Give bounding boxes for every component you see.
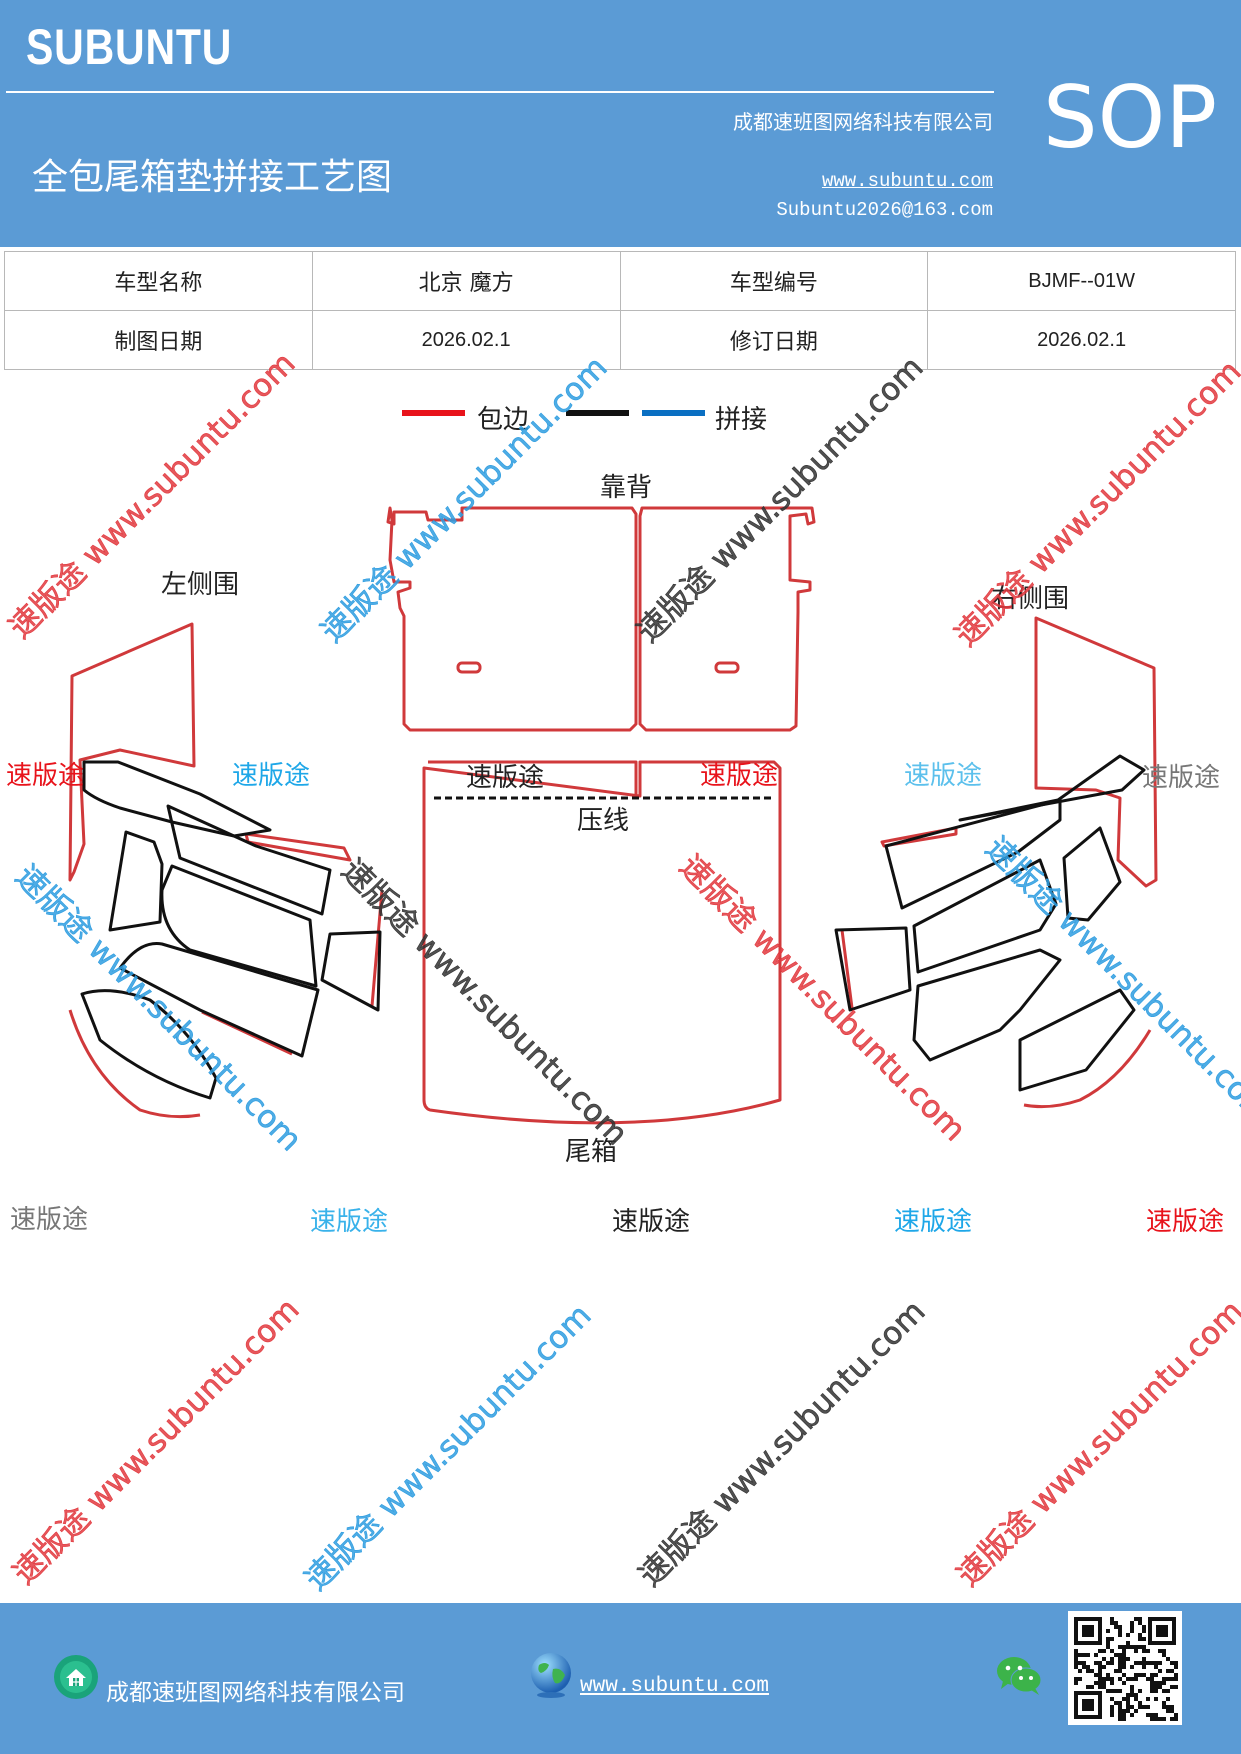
- left-side-strip: [244, 832, 352, 862]
- legend: 包边 拼接: [402, 405, 767, 435]
- header-website-link[interactable]: www.subuntu.com: [821, 170, 993, 192]
- revise-date-label: 修订日期: [619, 310, 929, 370]
- right-piece-7: [1018, 988, 1136, 1092]
- brand-mark: 速版途: [1146, 1207, 1224, 1237]
- footer-website-link[interactable]: www.subuntu.com: [580, 1675, 770, 1698]
- page-title: 全包尾箱垫拼接工艺图: [32, 157, 393, 198]
- right-piece-5: [834, 926, 912, 1012]
- left-piece-6: [118, 942, 320, 1058]
- brand-mark: 速版途: [1142, 763, 1220, 793]
- draw-date-label: 制图日期: [4, 310, 313, 370]
- watermark: 速版途 www.subuntu.com: [632, 1293, 932, 1593]
- brand-mark: 速版途: [232, 761, 310, 791]
- header-banner: SUBUNTU 成都速班图网络科技有限公司 全包尾箱垫拼接工艺图 www.sub…: [0, 0, 1241, 247]
- brand-mark-row-top: 速版途 速版途 速版途 速版途 速版途 速版途: [6, 761, 1220, 793]
- brand-mark: 速版途: [310, 1207, 388, 1237]
- edge-outlines: [68, 506, 1158, 1125]
- backrest-left-handle: [456, 661, 482, 674]
- table-row: 制图日期 2026.02.1 修订日期 2026.02.1: [4, 310, 1236, 370]
- brand-mark: 速版途: [6, 761, 84, 791]
- left-piece-7: [80, 989, 218, 1100]
- watermark: 速版途 www.subuntu.com: [672, 848, 972, 1148]
- header-divider: [6, 91, 994, 93]
- qr-code: [1068, 1611, 1182, 1725]
- globe-icon: [531, 1653, 571, 1698]
- brand-mark: 速版途: [466, 763, 544, 793]
- backrest-right-handle: [714, 661, 740, 674]
- model-name-value: 北京 魔方: [311, 251, 621, 311]
- vehicle-info-table: 车型名称 北京 魔方 车型编号 BJMF--01W 制图日期 2026.02.1…: [4, 251, 1236, 370]
- watermark: 速版途 www.subuntu.com: [948, 353, 1241, 653]
- left-side-edge-mid: [370, 889, 384, 1007]
- watermark: 速版途 www.subuntu.com: [298, 1297, 598, 1597]
- left-piece-4: [160, 864, 318, 988]
- model-name-label: 车型名称: [4, 251, 313, 311]
- left-side-label: 左侧围: [161, 570, 239, 600]
- legend-join-label: 拼接: [715, 405, 767, 435]
- footer-banner: 成都速班图网络科技有限公司 www.subuntu.com: [0, 1603, 1241, 1754]
- backrest-left-panel: [386, 506, 638, 732]
- brand-mark: 速版途: [10, 1205, 88, 1235]
- watermark: 速版途 www.subuntu.com: [630, 349, 930, 649]
- backrest-label: 靠背: [600, 473, 652, 503]
- footer-company: 成都速班图网络科技有限公司: [106, 1680, 405, 1706]
- left-piece-2: [108, 830, 164, 932]
- left-piece-1: [82, 760, 272, 838]
- right-side-panel: [1034, 616, 1158, 888]
- brand-mark: 速版途: [894, 1207, 972, 1237]
- wechat-icon[interactable]: [995, 1655, 1043, 1697]
- seam-lines: [80, 754, 1146, 1100]
- right-piece-6: [912, 948, 1062, 1062]
- brand-logo: SUBUNTU: [26, 19, 233, 75]
- header-email: Subuntu2026@163.com: [776, 199, 993, 221]
- left-piece-5: [320, 930, 382, 1012]
- right-piece-4: [912, 858, 1058, 974]
- model-code-value: BJMF--01W: [927, 251, 1236, 311]
- model-code-label: 车型编号: [619, 251, 929, 311]
- brand-mark-row-bottom: 速版途 速版途 速版途 速版途 速版途: [10, 1205, 1224, 1237]
- legend-edge-label: 包边: [477, 405, 529, 435]
- table-row: 车型名称 北京 魔方 车型编号 BJMF--01W: [4, 251, 1236, 311]
- trunk-label: 尾箱: [565, 1137, 617, 1167]
- backrest-right-panel: [638, 506, 816, 732]
- brand-mark: 速版途: [612, 1207, 690, 1237]
- right-side-edge-lower: [840, 929, 1152, 1109]
- sop-badge: SOP: [1043, 68, 1218, 168]
- left-side-panel: [68, 622, 196, 882]
- right-side-label: 右侧围: [991, 584, 1069, 614]
- watermark: 速版途 www.subuntu.com: [2, 345, 302, 645]
- brand-mark: 速版途: [904, 761, 982, 791]
- left-piece-3: [166, 804, 332, 916]
- crease-label: 压线: [577, 806, 629, 836]
- draw-date-value: 2026.02.1: [311, 310, 621, 370]
- home-icon: [54, 1655, 98, 1699]
- watermark: 速版途 www.subuntu.com: [978, 830, 1241, 1130]
- watermark: 速版途 www.subuntu.com: [6, 1291, 306, 1591]
- right-piece-3: [1062, 826, 1122, 922]
- brand-mark: 速版途: [700, 761, 778, 791]
- watermark: 速版途 www.subuntu.com: [950, 1293, 1241, 1593]
- watermark: 速版途 www.subuntu.com: [314, 349, 614, 649]
- revise-date-value: 2026.02.1: [927, 310, 1236, 370]
- trunk-floor-panel: [422, 760, 782, 1125]
- qr-code-pattern: [1074, 1617, 1178, 1721]
- watermarks: 速版途 www.subuntu.com 速版途 www.subuntu.com …: [2, 345, 1241, 1598]
- right-piece-2: [884, 798, 1062, 910]
- header-company: 成都速班图网络科技有限公司: [733, 110, 993, 134]
